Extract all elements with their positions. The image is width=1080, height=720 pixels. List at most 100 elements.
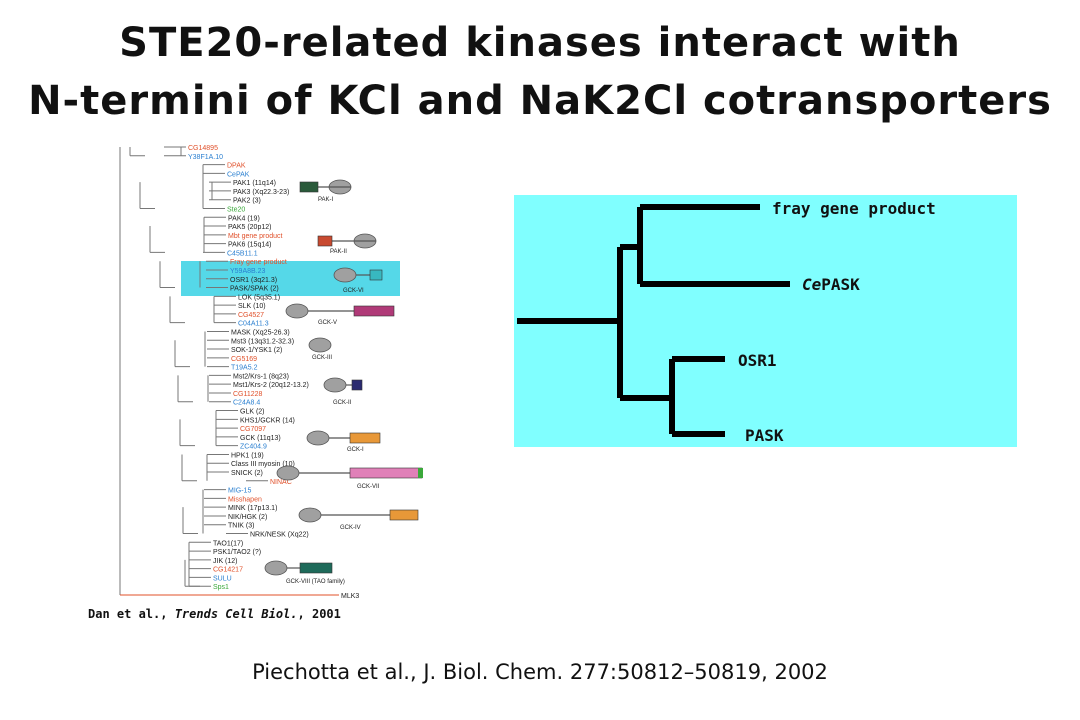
tree-internal-branch <box>184 559 200 587</box>
tree-leaf-label: CG5169 <box>231 356 257 363</box>
domain-motif-box <box>349 467 423 479</box>
zoom-leaf-osr1: OSR1 <box>738 351 777 370</box>
tree-leaf-label: Mst2/Krs-1 (8q23) <box>233 373 289 380</box>
title-line-1: STE20-related kinases interact with <box>119 20 961 66</box>
tree-leaf-label: SNICK (2) <box>231 470 263 477</box>
domain-structures: PAK-I PAK-II GCK-VI GCK-V GCK-III GCK-II GCK-I… <box>264 179 423 585</box>
tree-internal-branch <box>169 296 185 324</box>
tree-leaf-label: OSR1 (3q21.3) <box>230 277 277 284</box>
tree-leaf-label: C04A11.3 <box>238 321 269 328</box>
title-line-2: N-termini of KCl and NaK2Cl cotransporte… <box>28 78 1052 124</box>
tree-leaf-label: Fray gene product <box>230 259 287 266</box>
tree-leaf-label: GCK (11q13) <box>240 435 281 442</box>
domain-motif-box <box>299 181 319 193</box>
group-label: PAK-II <box>330 249 347 255</box>
kinase-domain-shape <box>308 337 332 353</box>
domain-motif-box <box>369 269 383 281</box>
tree-internal-branch <box>129 147 145 157</box>
kinase-domain-shape <box>306 430 330 446</box>
tree-leaf-label: MIG-15 <box>228 488 251 495</box>
kinase-domain-shape <box>264 560 288 576</box>
phylogenetic-tree-branches <box>119 146 339 596</box>
tree-leaf-label: Mst1/Krs-2 (20q12-13.2) <box>233 382 309 389</box>
domain-motif-box <box>389 509 419 521</box>
tree-internal-branch <box>159 261 175 289</box>
tree-internal-branch <box>179 419 195 447</box>
zoom-leaf-pask: PASK <box>745 426 784 445</box>
tree-leaf-label: NINAC <box>270 479 292 486</box>
tree-internal-branch <box>174 340 190 368</box>
group-label: GCK-I <box>347 447 364 453</box>
tree-leaf-label: KHS1/GCKR (14) <box>240 417 295 424</box>
tree-leaf-label: MINK (17p13.1) <box>228 505 277 512</box>
citation-journal: Trends Cell Biol. <box>174 607 298 621</box>
tree-leaf-label: HPK1 (19) <box>231 452 264 459</box>
tree-leaf-label: SOK-1/YSK1 (2) <box>231 347 282 354</box>
domain-motif-box <box>351 379 363 391</box>
domain-motif-box <box>353 305 395 317</box>
group-label: GCK-VI <box>343 288 364 294</box>
tree-leaf-label: Class III myosin (10) <box>231 461 295 468</box>
tree-leaf-label: PAK6 (15q14) <box>228 242 271 249</box>
tree-leaf-label: C24A8.4 <box>233 400 260 407</box>
ninac-end-cap <box>418 468 423 478</box>
kinase-domain-shape <box>323 377 347 393</box>
tree-leaf-label: MLK3 <box>341 593 359 600</box>
zoom-tree-branches <box>517 204 790 437</box>
group-label: GCK-V <box>318 320 337 326</box>
tree-leaf-label: Mbt gene product <box>228 233 283 240</box>
tree-leaf-label: T19A5.2 <box>231 365 258 372</box>
tree-internal-branch <box>182 507 198 535</box>
kinase-domain-shape <box>298 507 322 523</box>
tree-leaf-label: Sps1 <box>213 584 229 591</box>
tree-leaf-label: CG4527 <box>238 312 264 319</box>
tree-leaf-label: Ste20 <box>227 206 245 213</box>
zoom-leaf-fray: fray gene product <box>772 199 936 218</box>
tree-leaf-label: CG14217 <box>213 567 243 574</box>
domain-motif-box <box>349 432 381 444</box>
tree-leaf-label: ZC404.9 <box>240 444 267 451</box>
tree-internal-branch <box>181 454 197 482</box>
citation-year: , 2001 <box>297 607 341 621</box>
tree-leaf-label: SULU <box>213 575 232 582</box>
tree-leaf-label: CG7097 <box>240 426 266 433</box>
tree-leaf-label: C45B11.1 <box>227 250 258 257</box>
tree-leaf-label: PAK1 (11q14) <box>233 180 276 187</box>
tree-leaf-label: PAK3 (Xq22.3-23) <box>233 189 289 196</box>
tree-leaf-label: GLK (2) <box>240 409 265 416</box>
group-label: GCK-VIII (TAO family) <box>286 579 345 585</box>
tree-leaf-label: PAK5 (20p12) <box>228 224 271 231</box>
zoom-leaf-cepask: CePASK <box>802 275 860 294</box>
kinase-domain-shape <box>333 267 357 283</box>
tree-internal-branch <box>139 182 155 209</box>
reference-caption: Piechotta et al., J. Biol. Chem. 277:508… <box>252 660 828 684</box>
tree-leaf-label: TNIK (3) <box>228 523 254 530</box>
group-label: GCK-III <box>312 355 332 361</box>
kinase-domain-shape <box>285 303 309 319</box>
tree-leaf-label: DPAK <box>227 163 246 170</box>
tree-leaf-label: PSK1/TAO2 (?) <box>213 549 261 556</box>
tree-leaf-label: LOK (5q35.1) <box>238 294 280 301</box>
tree-leaf-label: JIK (12) <box>213 558 238 565</box>
domain-motif-box <box>299 562 333 574</box>
tree-leaf-label: Y59A8B.23 <box>230 268 266 275</box>
tree-leaf-label: Misshapen <box>228 496 262 503</box>
tree-leaf-label: PAK2 (3) <box>233 198 261 205</box>
tree-leaf-label: NIK/HGK (2) <box>228 514 267 521</box>
group-label: GCK-IV <box>340 525 361 531</box>
kinase-domain-shape <box>276 465 300 481</box>
group-label: GCK-II <box>333 400 352 406</box>
tree-leaf-label: CG11228 <box>233 391 263 398</box>
tree-leaf-label: CG14895 <box>188 145 218 152</box>
tree-leaf-label: NRK/NESK (Xq22) <box>250 532 309 539</box>
tree-citation: Dan et al., Trends Cell Biol., 2001 <box>88 607 341 621</box>
tree-leaf-label: MASK (Xq25-26.3) <box>231 329 290 336</box>
tree-leaf-label: CePAK <box>227 171 250 178</box>
tree-leaf-label: SLK (10) <box>238 303 266 310</box>
tree-leaf-label: Y38F1A.10 <box>188 154 223 161</box>
domain-motif-box <box>317 235 333 247</box>
tree-internal-branch <box>149 226 165 253</box>
group-label: PAK-I <box>318 197 334 203</box>
